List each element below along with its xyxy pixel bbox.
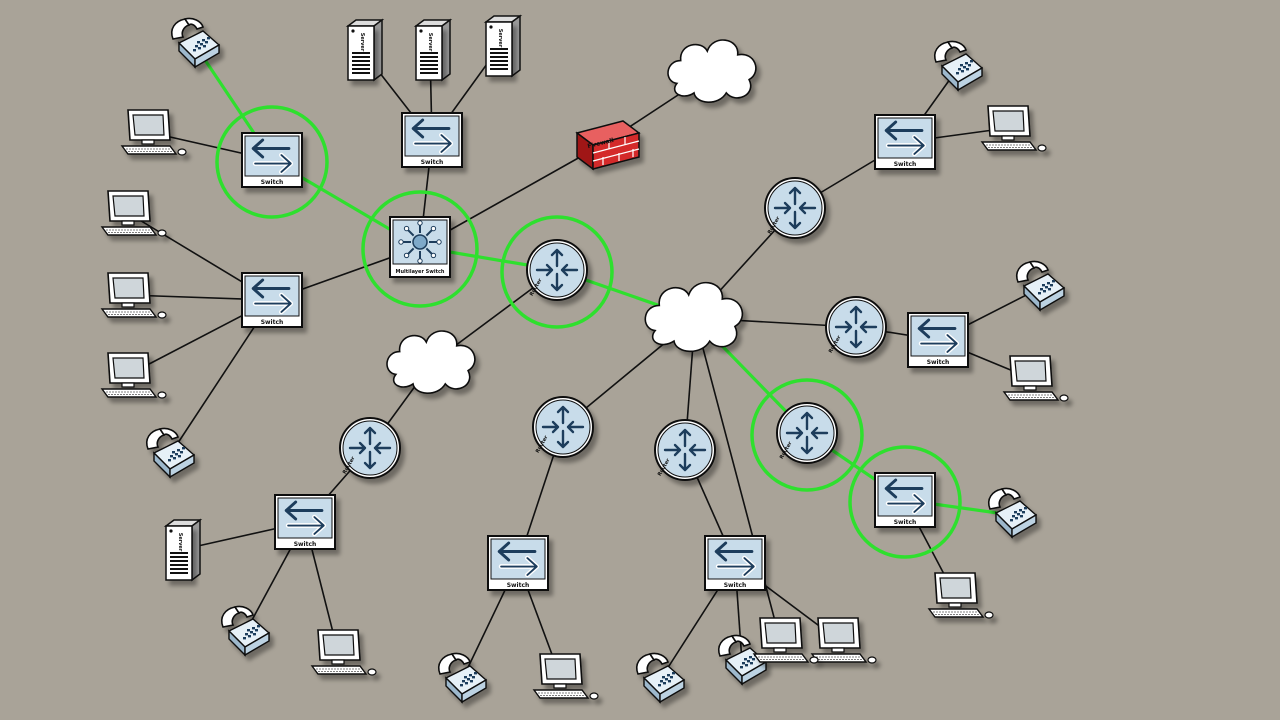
- sw-top-left-node: Switch: [241, 132, 303, 188]
- switch-arrows-icon: [251, 138, 294, 175]
- highlight-ring-router-center: [500, 215, 614, 329]
- switch-arrows-icon: [251, 278, 294, 315]
- multilayer-switch-label: Multilayer Switch: [396, 269, 445, 275]
- phone-5-phone-icon: [987, 487, 1038, 539]
- pc-10-computer-icon: [810, 617, 877, 664]
- phone-3-phone-icon: [220, 605, 271, 657]
- highlight-ring-sw-top-left: [215, 105, 329, 219]
- phone-9-phone-icon: [1015, 260, 1066, 312]
- pc-3-computer-icon: [100, 272, 167, 319]
- sw-right-node: Switch: [907, 312, 969, 368]
- sw-bottom-right-node: Switch: [874, 472, 936, 528]
- pc-7-computer-icon: [1002, 355, 1069, 402]
- switch-label: Switch: [294, 541, 317, 548]
- switch-label: Switch: [507, 582, 530, 589]
- pc-9-computer-icon: [532, 653, 599, 700]
- server-label: Server: [497, 29, 503, 48]
- cloud-top-cloud-icon: [667, 39, 757, 103]
- nodes-layer: Multilayer SwitchSwitchSwitchSwitchSwitc…: [100, 14, 1069, 704]
- sw-bottom-mid-right-node: Switch: [704, 535, 766, 591]
- server-label: Server: [359, 33, 365, 52]
- router-arrows-icon: [541, 405, 585, 449]
- switch-label: Switch: [927, 359, 950, 366]
- router-lower-right-node: Router: [776, 402, 838, 464]
- phone-2-phone-icon: [145, 427, 196, 479]
- router-center-node: Router: [526, 239, 588, 301]
- sw-bottom-left-node: Switch: [274, 494, 336, 550]
- router-arrows-icon: [535, 248, 579, 292]
- switch-label: Switch: [261, 319, 284, 326]
- pc-2-computer-icon: [100, 190, 167, 237]
- switch-arrows-icon: [411, 118, 454, 155]
- sw-bottom-mid-left-node: Switch: [487, 535, 549, 591]
- server-1-server-icon: Server: [345, 18, 385, 82]
- router-upper-right-node: Router: [764, 177, 826, 239]
- sw-top-right-node: Switch: [874, 114, 936, 170]
- highlight-ring-router-lower-right: [750, 378, 864, 492]
- phone-4-phone-icon: [933, 40, 984, 92]
- switch-arrows-icon: [497, 541, 540, 578]
- phone-6-phone-icon: [437, 652, 488, 704]
- cloud-center-cloud-icon: [644, 281, 744, 353]
- pc-4-computer-icon: [100, 352, 167, 399]
- router-arrows-icon: [834, 305, 878, 349]
- server-label: Server: [177, 533, 183, 552]
- highlight-ring-sw-bottom-right: [848, 445, 962, 559]
- sw-top-center-node: Switch: [401, 112, 463, 168]
- pc-8-computer-icon: [927, 572, 994, 619]
- switch-label: Switch: [894, 519, 917, 526]
- server-4-server-icon: Server: [163, 518, 203, 582]
- pc-1-computer-icon: [120, 109, 187, 156]
- cloud-left-cloud-icon: [386, 330, 476, 394]
- router-arrows-icon: [773, 186, 817, 230]
- switch-arrows-icon: [884, 120, 927, 157]
- phone-7-phone-icon: [635, 652, 686, 704]
- router-arrows-icon: [663, 428, 707, 472]
- pc-11-computer-icon: [752, 617, 819, 664]
- switch-arrows-icon: [884, 478, 927, 515]
- highlight-rings-layer: [215, 105, 962, 559]
- firewall-node: Firewall: [575, 120, 641, 171]
- sw-left-node: Switch: [241, 272, 303, 328]
- switch-label: Switch: [724, 582, 747, 589]
- router-lower-mid-node: Router: [532, 396, 594, 458]
- mls-node: Multilayer Switch: [389, 216, 451, 278]
- switch-label: Switch: [261, 179, 284, 186]
- server-2-server-icon: Server: [413, 18, 453, 82]
- pc-6-computer-icon: [980, 105, 1047, 152]
- switch-label: Switch: [894, 161, 917, 168]
- highlight-ring-mls: [361, 190, 479, 308]
- router-right-node: Router: [825, 296, 887, 358]
- router-arrows-icon: [348, 426, 392, 470]
- multilayer-switch-icon: [398, 220, 442, 264]
- switch-arrows-icon: [917, 318, 960, 355]
- router-arrows-icon: [785, 411, 829, 455]
- pc-5-computer-icon: [310, 629, 377, 676]
- router-lower-left-node: Router: [339, 417, 401, 479]
- switch-arrows-icon: [284, 500, 327, 537]
- server-label: Server: [427, 33, 433, 52]
- router-lower-mid2-node: Router: [654, 419, 716, 481]
- switch-label: Switch: [421, 159, 444, 166]
- switch-arrows-icon: [714, 541, 757, 578]
- phone-1-phone-icon: [170, 17, 221, 69]
- server-3-server-icon: Server: [483, 14, 523, 78]
